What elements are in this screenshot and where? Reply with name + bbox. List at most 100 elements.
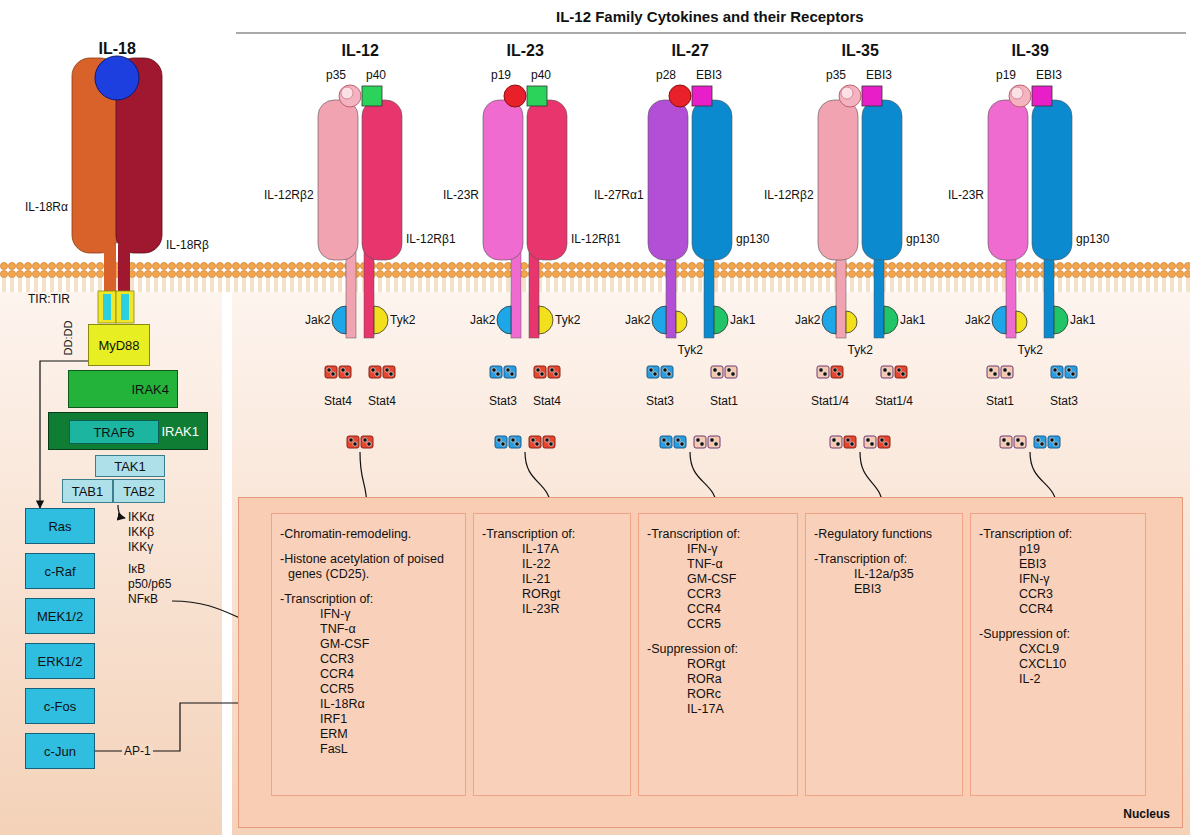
phospho-dot [389, 372, 393, 376]
part-label: p35 [326, 68, 346, 82]
phospho-dot [649, 368, 653, 372]
node-text: CXCL10 [979, 657, 1137, 672]
stat-protein [674, 436, 686, 448]
part-label: Stat1/4 [811, 394, 849, 408]
node-text: CCR3 [280, 652, 457, 667]
stat-protein [864, 436, 876, 448]
node-text: EBI3 [979, 557, 1137, 572]
cytokine-heading: IL-12 [342, 42, 379, 60]
node-text: TAK1 [114, 459, 146, 474]
part-label: Tyk2 [1018, 343, 1043, 357]
il18-ligand [95, 56, 139, 100]
nucleus-response-box: -Transcription of:p19EBI3IFN-γCCR3CCR4-S… [970, 513, 1146, 796]
node-text: TNF-α [647, 557, 789, 572]
stat-protein [711, 366, 723, 378]
cytokine-subunit [692, 86, 712, 106]
node-text: CCR4 [280, 667, 457, 682]
stat-protein [830, 436, 842, 448]
stat-protein [495, 436, 507, 448]
receptor-stalk [874, 250, 884, 338]
phospho-dot [1057, 372, 1061, 376]
part-label: Stat4 [533, 394, 561, 408]
phospho-dot [897, 368, 901, 372]
receptor-stalk [704, 250, 714, 338]
part-label: IKKα [128, 510, 154, 524]
cytokine-subunit-core [1011, 87, 1023, 99]
jak-kinase [1016, 311, 1027, 333]
signaling-protein-box: TAB1 [62, 479, 113, 503]
stat-protein [1048, 436, 1060, 448]
signaling-protein-box: TRAF6 [69, 420, 159, 444]
phospho-dot [1016, 438, 1020, 442]
cytokine-heading: IL-18 [99, 40, 136, 58]
stat-protein [543, 436, 555, 448]
part-label: p19 [491, 68, 511, 82]
node-text: Nucleus [1123, 807, 1170, 821]
node-text: IL-12a/p35 [814, 567, 954, 582]
phospho-dot [667, 372, 671, 376]
cytokine-subunit-core [841, 87, 853, 99]
node-text: CCR5 [647, 617, 789, 632]
phospho-dot [653, 372, 657, 376]
tir-core [121, 294, 129, 320]
phospho-dot [696, 438, 700, 442]
signaling-protein-box: ERK1/2 [25, 643, 95, 679]
receptor-chain [1032, 100, 1072, 260]
part-label: IL-23R [948, 188, 984, 202]
stat-protein [1034, 436, 1046, 448]
node-text: IRAK4 [131, 382, 169, 397]
title-rule [236, 33, 1186, 34]
part-label: IKKγ [128, 540, 153, 554]
nucleus-response-box: -Chromatin-remodeling.-Histone acetylati… [271, 513, 466, 796]
node-text: IRAK1 [161, 424, 199, 439]
signaling-protein-box: IRAK4 [68, 370, 178, 408]
stat-protein [490, 366, 502, 378]
phospho-dot [713, 368, 717, 372]
phospho-dot [1020, 442, 1024, 446]
part-label: Jak1 [900, 313, 925, 327]
part-label: DD:DD [61, 321, 75, 356]
part-label: Tyk2 [848, 343, 873, 357]
node-text: c-Jun [44, 744, 76, 759]
phospho-dot [870, 442, 874, 446]
node-text: -Transcription of: [979, 527, 1137, 542]
signaling-protein-box: TAK1 [95, 455, 165, 477]
receptor-chain [527, 100, 567, 260]
part-label: Tyk2 [555, 313, 580, 327]
receptor-chain [483, 100, 523, 260]
phospho-dot [367, 442, 371, 446]
phospho-dot [680, 442, 684, 446]
phospho-dot [545, 438, 549, 442]
jak-kinase [539, 306, 553, 334]
part-label: IL-18Rβ [166, 238, 209, 252]
part-label: IL-27Rα1 [594, 188, 644, 202]
cytokine-subunit [669, 85, 691, 107]
cytokine-heading: IL-27 [672, 42, 709, 60]
part-label: Stat3 [1050, 394, 1078, 408]
cytokine-subunit [339, 85, 361, 107]
stat-protein [817, 366, 829, 378]
part-label: Stat3 [646, 394, 674, 408]
part-label: IL-23R [443, 188, 479, 202]
phospho-dot [550, 368, 554, 372]
part-label: p35 [826, 68, 846, 82]
phospho-dot [1071, 372, 1075, 376]
part-label: Tyk2 [678, 343, 703, 357]
phospho-dot [833, 368, 837, 372]
node-text: TAB1 [72, 484, 104, 499]
stat-protein [987, 366, 999, 378]
phospho-dot [331, 372, 335, 376]
stat-protein [708, 436, 720, 448]
part-label: gp130 [906, 232, 939, 246]
part-label: Stat4 [324, 394, 352, 408]
jak-kinase [332, 306, 346, 334]
tir-domain [116, 291, 134, 323]
stat-protein [504, 366, 516, 378]
part-label: TIR:TIR [28, 292, 70, 306]
phospho-dot [989, 368, 993, 372]
cytokine-subunit [862, 86, 882, 106]
cytoplasm-panel [232, 292, 1190, 835]
phospho-dot [884, 442, 888, 446]
phospho-dot [385, 368, 389, 372]
